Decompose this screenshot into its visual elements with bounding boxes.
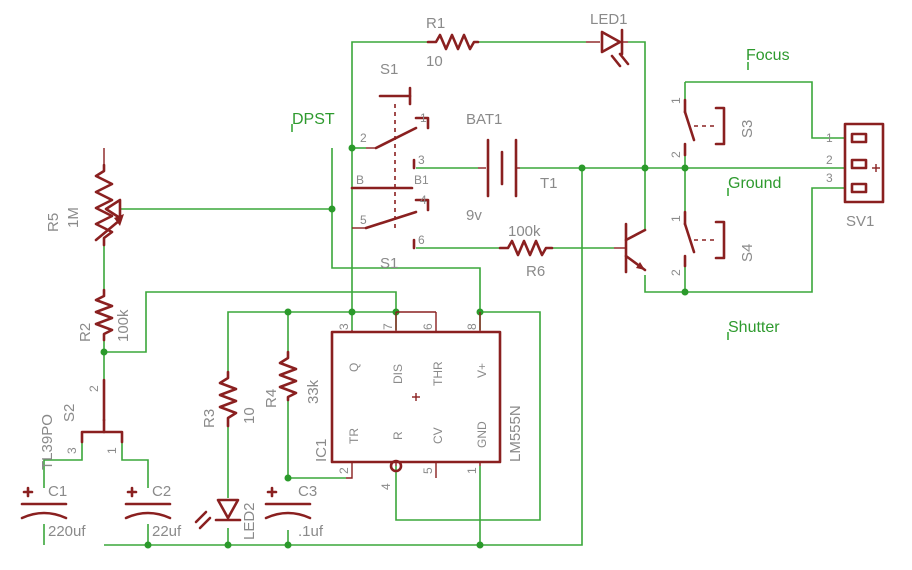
switch-s4 (683, 210, 726, 268)
sv1-pin-1: 1 (826, 131, 833, 145)
resistor-r1 (426, 33, 480, 51)
part-labels: R1 10 LED1 S1 S1 BAT1 9v T1 100k R6 R5 1… (39, 11, 874, 540)
capacitor-c1 (20, 486, 68, 520)
s1-pin-2: 2 (360, 131, 367, 145)
s2-pin-3: 3 (65, 447, 79, 454)
s1-pin-6: 6 (418, 233, 425, 247)
r6-name: R6 (526, 263, 545, 280)
led2-symbol (194, 498, 242, 530)
connector-sv1 (843, 122, 885, 204)
r1-value: 10 (426, 53, 443, 70)
s2-value: TL39PO (39, 414, 56, 470)
s4-pin-1: 1 (669, 215, 683, 222)
s2-pin-2: 2 (87, 385, 101, 392)
ic-pin-num-4: 4 (379, 483, 393, 490)
ic-pin-num-5: 5 (421, 467, 435, 474)
led1-symbol (586, 28, 630, 68)
s1-name: S1 (380, 61, 398, 78)
s2-pin-1: 1 (105, 447, 119, 454)
resistor-r4 (278, 350, 298, 402)
c1-name: C1 (48, 483, 67, 500)
ic-pin-r: R (391, 431, 405, 440)
resistor-r6 (498, 239, 554, 257)
ic-pin-num-6: 6 (421, 323, 435, 330)
switch-s2 (80, 378, 124, 444)
s4-name: S4 (739, 244, 756, 262)
ic-pin-num-1: 1 (465, 467, 479, 474)
led2-name: LED2 (241, 502, 258, 540)
s2-name: S2 (61, 404, 78, 422)
ic-pin-num-7: 7 (381, 323, 395, 330)
c3-value: .1uf (298, 523, 324, 540)
c3-name: C3 (298, 483, 317, 500)
r5-name: R5 (45, 213, 62, 232)
ic-pin-dis: DIS (391, 364, 405, 384)
s1-pin-1: 1 (420, 111, 427, 125)
r6-value: 100k (508, 223, 541, 240)
r4-name: R4 (263, 389, 280, 408)
resistor-r3 (218, 370, 238, 428)
ic-pin-tr: TR (347, 428, 361, 444)
r1-name: R1 (426, 15, 445, 32)
s1-pin-5: 5 (360, 213, 367, 227)
ic-pin-gnd: GND (475, 421, 489, 448)
s4-pin-2: 2 (669, 269, 683, 276)
sv1-name: SV1 (846, 213, 874, 230)
bat1-value: 9v (466, 207, 482, 224)
s1-name-second: S1 (380, 255, 398, 272)
ic-pin-num-3: 3 (337, 323, 351, 330)
ic1-value: LM555N (507, 405, 524, 462)
t1-name: T1 (540, 175, 558, 192)
switch-s1-dpst (350, 86, 430, 250)
net-shutter: Shutter (728, 319, 780, 336)
junction-dots (100, 144, 689, 549)
ic1-name: IC1 (313, 439, 330, 462)
capacitor-c2 (124, 486, 172, 520)
ic1-lm555n (330, 311, 502, 479)
potentiometer-r5 (94, 148, 124, 247)
resistor-r2 (94, 288, 114, 342)
transistor-t1 (614, 222, 647, 274)
net-focus: Focus (746, 47, 790, 64)
switch-s3 (683, 98, 726, 157)
net-labels: DPST Focus Ground Shutter (292, 47, 790, 336)
ic1-pin-function-labels: Q DIS THR V+ TR R CV GND (347, 361, 489, 448)
ic-pin-cv: CV (431, 427, 445, 444)
c1-value: 220uf (48, 523, 86, 540)
r3-value: 10 (241, 407, 258, 424)
r4-value: 33k (305, 379, 322, 404)
ic-pin-num-2: 2 (337, 467, 351, 474)
s3-pin-1: 1 (669, 97, 683, 104)
pin-number-labels: 2 1 3 B B1 5 4 6 2 3 1 1 2 1 2 1 2 3 3 7… (65, 97, 833, 490)
net-ground: Ground (728, 175, 781, 192)
s3-pin-2: 2 (669, 151, 683, 158)
s1-pin-b: B (356, 173, 364, 187)
s1-pin-3: 3 (418, 153, 425, 167)
sv1-pin-2: 2 (826, 153, 833, 167)
r2-name: R2 (77, 323, 94, 342)
bat1-name: BAT1 (466, 111, 502, 128)
ic-pin-q: Q (347, 363, 361, 372)
s1-pin-b1: B1 (414, 173, 429, 187)
capacitor-c3 (264, 486, 312, 520)
net-label-ticks (291, 62, 749, 340)
ic-pin-num-8: 8 (465, 323, 479, 330)
battery-bat1 (478, 138, 520, 198)
s3-name: S3 (739, 120, 756, 138)
c2-value: 22uf (152, 523, 182, 540)
sv1-pin-3: 3 (826, 171, 833, 185)
led1-name: LED1 (590, 11, 628, 28)
ic-pin-thr: THR (431, 361, 445, 386)
s1-pin-4: 4 (420, 193, 427, 207)
c2-name: C2 (152, 483, 171, 500)
r3-name: R3 (201, 409, 218, 428)
ic-pin-vplus: V+ (475, 363, 489, 378)
r2-value: 100k (115, 309, 132, 342)
r5-value: 1M (65, 207, 82, 228)
net-dpst: DPST (292, 111, 335, 128)
